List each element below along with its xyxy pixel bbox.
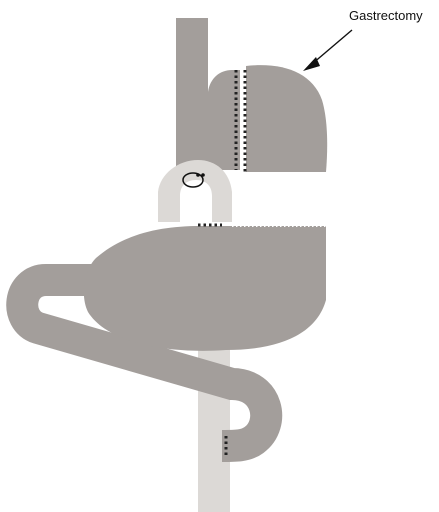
ring-marker-dot-2 (201, 173, 205, 177)
remnant-stomach (84, 226, 326, 351)
duodenal-hook (158, 160, 232, 222)
callout-arrow-line (312, 30, 352, 64)
esophagus (176, 18, 240, 170)
gastrectomy-label: Gastrectomy (349, 8, 423, 23)
excised-stomach-section (246, 65, 327, 172)
ring-marker-dot (196, 173, 200, 177)
